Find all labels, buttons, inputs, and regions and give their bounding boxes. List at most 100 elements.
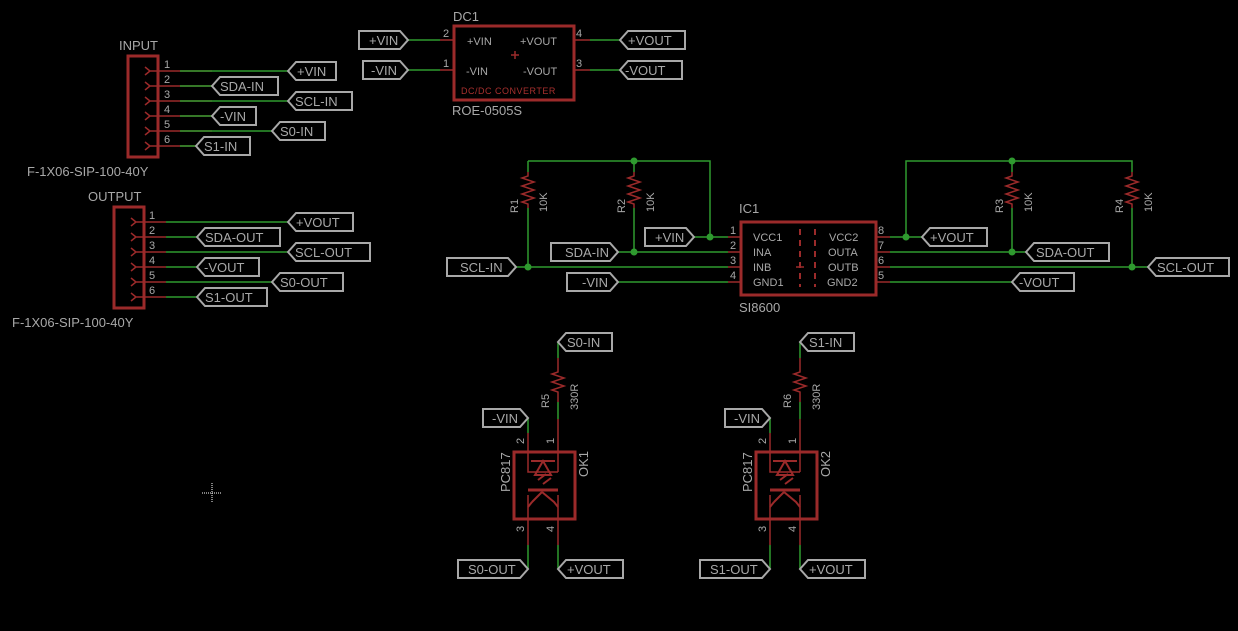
- optocoupler-ok2[interactable]: R6 330R 2 1 3 4 PC817 OK2: [740, 342, 833, 569]
- pin-name: GND2: [827, 277, 858, 289]
- resistor-r2[interactable]: [625, 172, 643, 208]
- dc-dc-converter[interactable]: DC1 +VIN -VIN +VOUT -VOUT DC/DC CONVERTE…: [358, 9, 686, 118]
- net-label[interactable]: S1-IN: [194, 136, 251, 156]
- r3-name: R3: [994, 199, 1006, 213]
- r4-name: R4: [1114, 199, 1126, 213]
- ok2-body: [754, 450, 819, 521]
- net-label[interactable]: SCL-OUT: [1146, 257, 1230, 277]
- net-label[interactable]: SDA-OUT: [195, 227, 281, 247]
- svg-text:S0-OUT: S0-OUT: [280, 275, 328, 290]
- led-icon: [531, 458, 555, 476]
- net-label[interactable]: SCL-IN: [446, 257, 518, 277]
- net-label[interactable]: -VIN: [362, 60, 410, 80]
- pin-number: 2: [515, 438, 527, 444]
- pin-number: 4: [730, 270, 736, 282]
- svg-text:SCL-OUT: SCL-OUT: [1157, 260, 1214, 275]
- input-header[interactable]: INPUT F-1X06-SIP-100-40Y 1 2 3 4 5 6 +VI…: [27, 38, 353, 179]
- net-label[interactable]: -VIN: [566, 272, 620, 292]
- ok2-name: OK2: [818, 451, 833, 477]
- net-label[interactable]: +VOUT: [286, 212, 354, 232]
- svg-text:-VOUT: -VOUT: [1019, 275, 1060, 290]
- net-label[interactable]: +VOUT: [556, 559, 624, 579]
- pin-number: 6: [149, 285, 155, 297]
- pin-number: 8: [878, 225, 884, 237]
- net-label[interactable]: SDA-OUT: [1024, 242, 1110, 262]
- pin-number: 1: [164, 59, 170, 71]
- net-label[interactable]: S1-OUT: [195, 287, 268, 307]
- net-label[interactable]: S1-IN: [798, 332, 855, 352]
- output-header[interactable]: OUTPUT F-1X06-SIP-100-40Y 1 2 3 4 5 6 +V…: [12, 189, 371, 330]
- resistor-r3[interactable]: [1003, 172, 1021, 208]
- svg-text:+VIN: +VIN: [369, 33, 398, 48]
- optocoupler-ok1[interactable]: R5 330R 2 1 3 4 PC817 OK1: [498, 342, 591, 569]
- net-label[interactable]: -VIN: [724, 408, 772, 428]
- net-label[interactable]: -VOUT: [195, 257, 260, 277]
- isolator-ic1[interactable]: IC1 1 2 3 4 8 7 6 5 VCC1 INA INB GND1 VC…: [728, 201, 890, 315]
- r2-name: R2: [616, 199, 628, 213]
- pin-number: 6: [878, 255, 884, 267]
- svg-text:S1-IN: S1-IN: [809, 335, 842, 350]
- dc1-subtitle: DC/DC CONVERTER: [461, 86, 556, 96]
- pin-number: 3: [757, 526, 769, 532]
- svg-text:-VOUT: -VOUT: [625, 63, 666, 78]
- pin-number: 2: [443, 28, 449, 40]
- svg-text:+VOUT: +VOUT: [930, 230, 974, 245]
- svg-text:-VIN: -VIN: [492, 411, 518, 426]
- dc1-name: DC1: [453, 9, 479, 24]
- pin-name: GND1: [753, 277, 784, 289]
- pin-name: VCC1: [753, 232, 782, 244]
- net-label[interactable]: +VIN: [358, 30, 410, 50]
- resistor-r1[interactable]: [519, 172, 537, 208]
- pin-number: 2: [164, 74, 170, 86]
- svg-text:+VOUT: +VOUT: [809, 562, 853, 577]
- net-label[interactable]: +VIN: [286, 61, 337, 81]
- net-label[interactable]: S0-IN: [270, 121, 326, 141]
- pin-number: 7: [878, 240, 884, 252]
- net-label[interactable]: SCL-IN: [286, 91, 353, 111]
- resistor-r6[interactable]: [791, 358, 809, 402]
- svg-text:SDA-IN: SDA-IN: [565, 245, 609, 260]
- net-label[interactable]: -VOUT: [618, 60, 683, 80]
- svg-text:S0-IN: S0-IN: [280, 124, 313, 139]
- net-label[interactable]: +VOUT: [798, 559, 866, 579]
- input-header-name: INPUT: [119, 38, 158, 53]
- r1-value: 10K: [538, 192, 550, 212]
- pin-name: OUTB: [828, 262, 859, 274]
- svg-text:S0-IN: S0-IN: [567, 335, 600, 350]
- pin-number: 6: [164, 134, 170, 146]
- net-label[interactable]: S0-IN: [556, 332, 613, 352]
- ok1-name: OK1: [576, 451, 591, 477]
- r6-value: 330R: [811, 384, 823, 410]
- net-label[interactable]: -VIN: [210, 106, 257, 126]
- net-label[interactable]: +VIN: [644, 227, 696, 247]
- svg-text:+VIN: +VIN: [297, 64, 326, 79]
- resistor-r4[interactable]: [1123, 172, 1141, 208]
- output-header-value: F-1X06-SIP-100-40Y: [12, 315, 134, 330]
- net-label[interactable]: +VOUT: [618, 30, 686, 50]
- net-label[interactable]: SCL-OUT: [286, 242, 371, 262]
- svg-text:-VOUT: -VOUT: [204, 260, 245, 275]
- pin-number: 5: [164, 119, 170, 131]
- input-header-pins: 1 2 3 4 5 6: [144, 59, 212, 151]
- svg-text:SDA-OUT: SDA-OUT: [205, 230, 264, 245]
- svg-text:SCL-IN: SCL-IN: [460, 260, 503, 275]
- net-label[interactable]: S0-OUT: [457, 559, 530, 579]
- input-header-body: [126, 54, 160, 159]
- svg-text:+VOUT: +VOUT: [567, 562, 611, 577]
- phototransistor-icon: [769, 491, 801, 508]
- net-label[interactable]: +VOUT: [920, 227, 988, 247]
- net-label[interactable]: S0-OUT: [270, 272, 344, 292]
- ic1-value: SI8600: [739, 300, 780, 315]
- resistor-r5[interactable]: [549, 358, 567, 402]
- net-label[interactable]: SDA-IN: [210, 76, 279, 96]
- svg-text:SDA-IN: SDA-IN: [220, 79, 264, 94]
- net-label[interactable]: -VOUT: [1010, 272, 1075, 292]
- pin-number: 5: [149, 270, 155, 282]
- pin-number: 1: [787, 438, 799, 444]
- net-label[interactable]: S1-OUT: [699, 559, 772, 579]
- ok1-body: [512, 450, 577, 521]
- net-label[interactable]: -VIN: [482, 408, 530, 428]
- net-label[interactable]: SDA-IN: [550, 242, 620, 262]
- r5-value: 330R: [569, 384, 581, 410]
